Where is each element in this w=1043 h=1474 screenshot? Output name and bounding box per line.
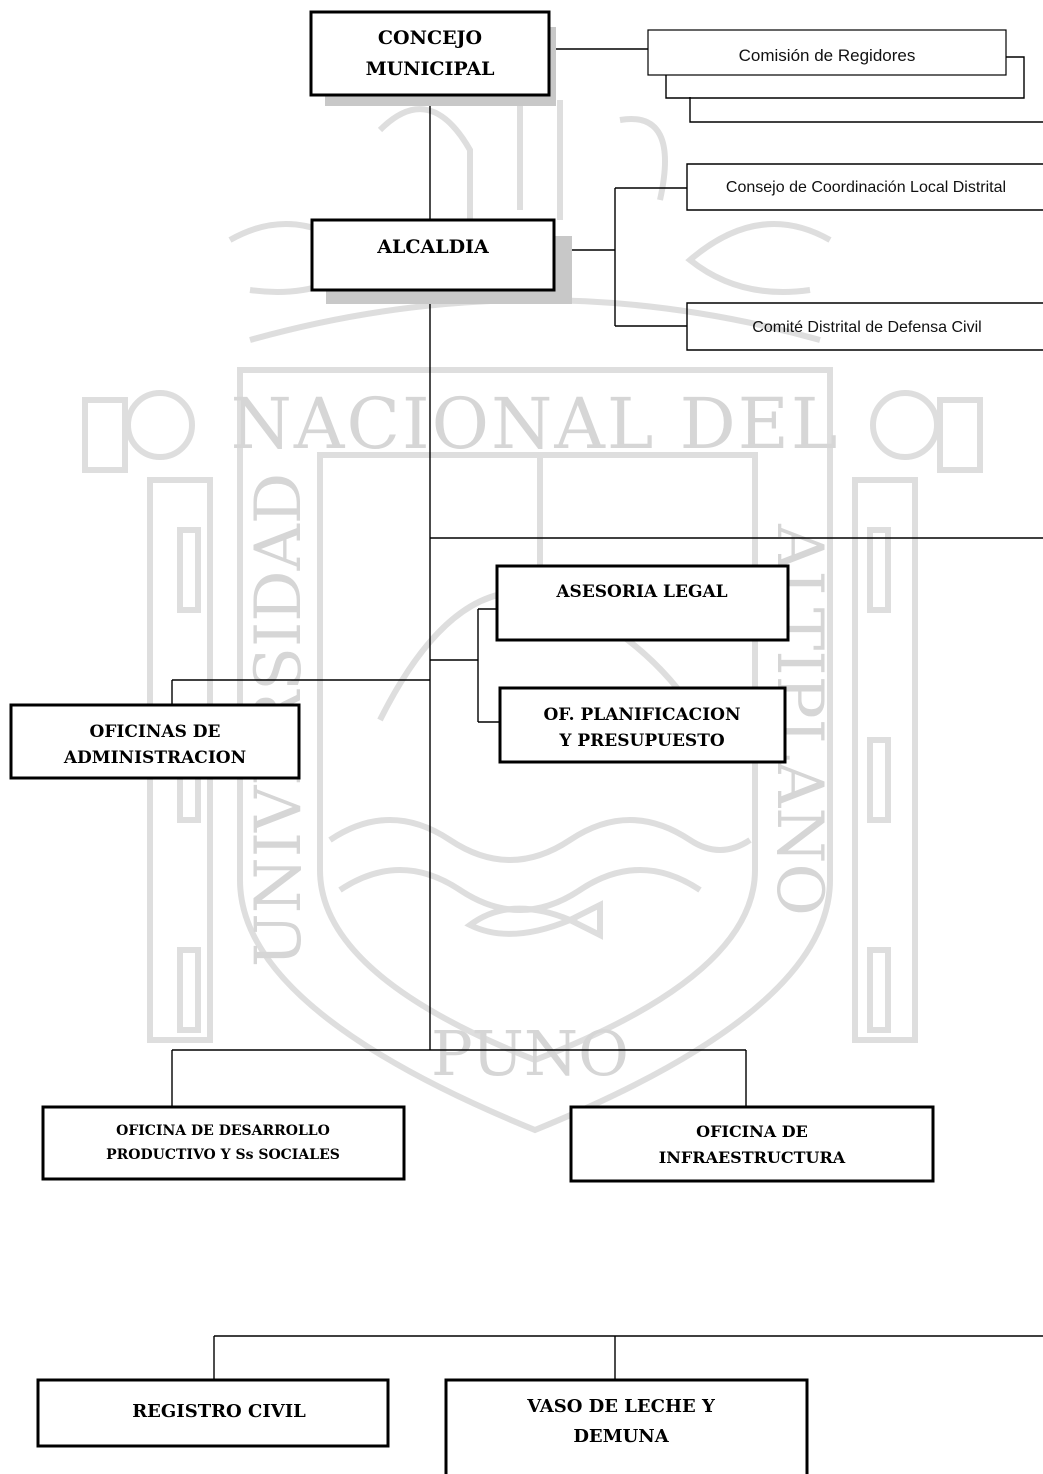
crest-shield-outline <box>237 367 833 1134</box>
vaso-leche-node: VASO DE LECHE Y DEMUNA <box>444 1378 809 1474</box>
crest-fish <box>464 900 603 940</box>
crest-right-pillar-block <box>867 737 891 823</box>
crest-top-figure <box>377 90 668 230</box>
consejo-coordinacion-label: Consejo de Coordinación Local Distrital <box>726 179 1006 196</box>
administracion-node: OFICINAS DE ADMINISTRACION <box>9 703 301 780</box>
registro-civil-node: REGISTRO CIVIL <box>36 1378 390 1448</box>
planificacion-label-line2: Y PRESUPUESTO <box>558 731 725 751</box>
concejo-municipal-node: CONCEJO MUNICIPAL <box>309 10 556 106</box>
comision-regidores-node: Comisión de Regidores <box>647 29 1043 123</box>
desarrollo-label-line2: PRODUCTIVO Y Ss SOCIALES <box>106 1147 340 1163</box>
planificacion-label-line1: OF. PLANIFICACION <box>544 705 741 725</box>
comite-defensa-label: Comité Distrital de Defensa Civil <box>752 319 981 336</box>
asesoria-label: ASESORIA LEGAL <box>555 582 727 602</box>
planificacion-node: OF. PLANIFICACION Y PRESUPUESTO <box>498 686 787 764</box>
desarrollo-node: OFICINA DE DESARROLLO PRODUCTIVO Y Ss SO… <box>41 1105 406 1181</box>
connectors <box>171 48 1043 1380</box>
watermark-crest: NACIONAL DEL UNIVERSIDAD ALTIPLANO PUNO <box>82 90 983 1134</box>
administracion-label-line2: ADMINISTRACION <box>63 748 246 768</box>
concejo-label-line1: CONCEJO <box>378 27 482 49</box>
crest-right-corner <box>937 397 983 473</box>
consejo-coordinacion-node: Consejo de Coordinación Local Distrital <box>686 163 1043 211</box>
crest-right-pillar-block <box>867 527 891 613</box>
alcaldia-node: ALCALDIA <box>310 218 572 304</box>
administracion-label-line1: OFICINAS DE <box>90 722 221 742</box>
crest-left-scroll <box>125 390 195 460</box>
crest-arc-text: NACIONAL DEL <box>231 383 840 465</box>
asesoria-legal-node: ASESORIA LEGAL <box>495 564 790 642</box>
crest-left-pillar-block <box>177 947 201 1033</box>
vaso-label-line2: DEMUNA <box>573 1426 669 1447</box>
comite-defensa-node: Comité Distrital de Defensa Civil <box>686 302 1043 351</box>
infraestructura-node: OFICINA DE INFRAESTRUCTURA <box>569 1105 935 1183</box>
infraestructura-label-line2: INFRAESTRUCTURA <box>659 1148 846 1167</box>
crest-right-pillar-block <box>867 947 891 1033</box>
crest-wave <box>328 817 752 863</box>
crest-left-corner <box>82 397 128 473</box>
vaso-label-line1: VASO DE LECHE Y <box>526 1396 716 1417</box>
crest-wave <box>338 867 702 913</box>
crest-right-pillar <box>852 477 918 1043</box>
alcaldia-label: ALCALDIA <box>376 236 489 258</box>
crest-shield-inner <box>317 452 758 1064</box>
infraestructura-label-line1: OFICINA DE <box>696 1122 808 1141</box>
crest-top-base <box>249 297 821 343</box>
desarrollo-label-line1: OFICINA DE DESARROLLO <box>116 1123 330 1139</box>
crest-bottom-text: PUNO <box>431 1017 629 1090</box>
crest-right-scroll <box>870 390 940 460</box>
concejo-label-line2: MUNICIPAL <box>366 58 495 80</box>
registro-label: REGISTRO CIVIL <box>132 1401 306 1422</box>
crest-left-pillar-block <box>177 527 201 613</box>
comision-regidores-label: Comisión de Regidores <box>739 46 916 65</box>
